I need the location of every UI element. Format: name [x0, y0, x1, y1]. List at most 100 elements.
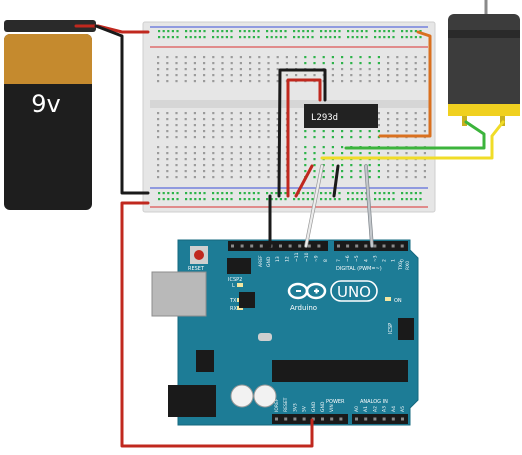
breadboard-hole — [331, 146, 334, 149]
rail-hole — [324, 30, 327, 33]
rail-hole — [392, 198, 395, 201]
rail-hole — [162, 198, 165, 201]
breadboard-hole — [387, 74, 390, 77]
rail-hole — [378, 192, 381, 195]
breadboard-hole — [166, 124, 169, 127]
breadboard-hole — [230, 176, 233, 179]
rail-hole — [203, 30, 206, 33]
breadboard-hole — [193, 164, 196, 167]
breadboard-hole — [295, 158, 298, 161]
rail-hole — [185, 30, 188, 33]
breadboard-hole — [157, 176, 160, 179]
analog-pin-label: A5 — [400, 406, 406, 412]
breadboard-hole — [221, 136, 224, 139]
breadboard-hole — [405, 74, 408, 77]
breadboard-hole — [267, 112, 270, 115]
breadboard-hole — [396, 130, 399, 133]
rail-hole — [338, 192, 341, 195]
breadboard-hole — [267, 170, 270, 173]
breadboard-hole — [221, 164, 224, 167]
analog-header — [352, 414, 408, 424]
reset-label: RESET — [188, 266, 205, 272]
breadboard-hole — [267, 74, 270, 77]
rail-hole — [198, 36, 201, 39]
rail-hole — [176, 198, 179, 201]
breadboard-hole — [377, 136, 380, 139]
rail-hole — [410, 30, 413, 33]
rail-hole — [266, 198, 269, 201]
rail-hole — [392, 30, 395, 33]
breadboard-hole — [175, 146, 178, 149]
breadboard-hole — [203, 124, 206, 127]
rail-hole — [284, 30, 287, 33]
breadboard-hole — [414, 118, 417, 121]
breadboard-hole — [221, 112, 224, 115]
power-pin-label: 3V3 — [292, 403, 298, 412]
breadboard-hole — [157, 118, 160, 121]
rail-hole — [158, 198, 161, 201]
rail-hole — [176, 36, 179, 39]
breadboard-hole — [295, 56, 298, 59]
breadboard-hole — [249, 130, 252, 133]
rail-hole — [275, 198, 278, 201]
breadboard-hole — [258, 146, 261, 149]
rail-hole — [243, 30, 246, 33]
breadboard-hole — [249, 56, 252, 59]
rail-hole — [194, 198, 197, 201]
rail-hole — [171, 30, 174, 33]
breadboard-hole — [387, 80, 390, 83]
rail-hole — [185, 36, 188, 39]
motor-base — [448, 104, 520, 116]
rail-hole — [401, 36, 404, 39]
breadboard-hole — [396, 112, 399, 115]
rail-hole — [356, 30, 359, 33]
arduino-uno: RESET ICSP2 L TX RX UNO Arduino ON ICSP — [151, 239, 419, 426]
breadboard-hole — [359, 164, 362, 167]
rail-hole — [162, 192, 165, 195]
breadboard-hole — [157, 152, 160, 155]
breadboard-hole — [157, 80, 160, 83]
rail-hole — [257, 192, 260, 195]
breadboard-hole — [423, 118, 426, 121]
breadboard-hole — [193, 80, 196, 83]
breadboard-hole — [203, 112, 206, 115]
breadboard-hole — [285, 74, 288, 77]
breadboard-hole — [193, 62, 196, 65]
header-pin — [355, 417, 358, 421]
rail-hole — [419, 36, 422, 39]
wire-red-short — [294, 164, 314, 198]
breadboard-hole — [267, 118, 270, 121]
breadboard-hole — [166, 176, 169, 179]
breadboard-hole — [184, 136, 187, 139]
breadboard-hole — [322, 62, 325, 65]
breadboard-hole — [368, 68, 371, 71]
logo-plus-v — [315, 288, 318, 294]
rail-hole — [374, 198, 377, 201]
rail-hole — [279, 30, 282, 33]
breadboard-hole — [396, 152, 399, 155]
breadboard-hole — [203, 80, 206, 83]
breadboard-hole — [276, 152, 279, 155]
breadboard-hole — [175, 130, 178, 133]
rail-hole — [360, 198, 363, 201]
breadboard-hole — [414, 56, 417, 59]
breadboard-hole — [285, 62, 288, 65]
usb-chip — [239, 292, 255, 308]
breadboard-hole — [175, 56, 178, 59]
digital-pin-label: 7 — [336, 259, 342, 262]
breadboard-hole — [423, 68, 426, 71]
rail-hole — [414, 36, 417, 39]
breadboard-hole — [331, 68, 334, 71]
rail-hole — [383, 30, 386, 33]
breadboard-hole — [239, 68, 242, 71]
breadboard-hole — [359, 56, 362, 59]
wire-red-enable — [286, 78, 322, 198]
breadboard-hole — [267, 152, 270, 155]
breadboard-hole — [423, 170, 426, 173]
rail-hole — [162, 30, 165, 33]
power-pin-label: GND — [311, 401, 317, 412]
breadboard-hole — [203, 152, 206, 155]
digital-pin-label: ~9 — [313, 255, 319, 262]
breadboard-hole — [230, 68, 233, 71]
breadboard-hole — [368, 170, 371, 173]
